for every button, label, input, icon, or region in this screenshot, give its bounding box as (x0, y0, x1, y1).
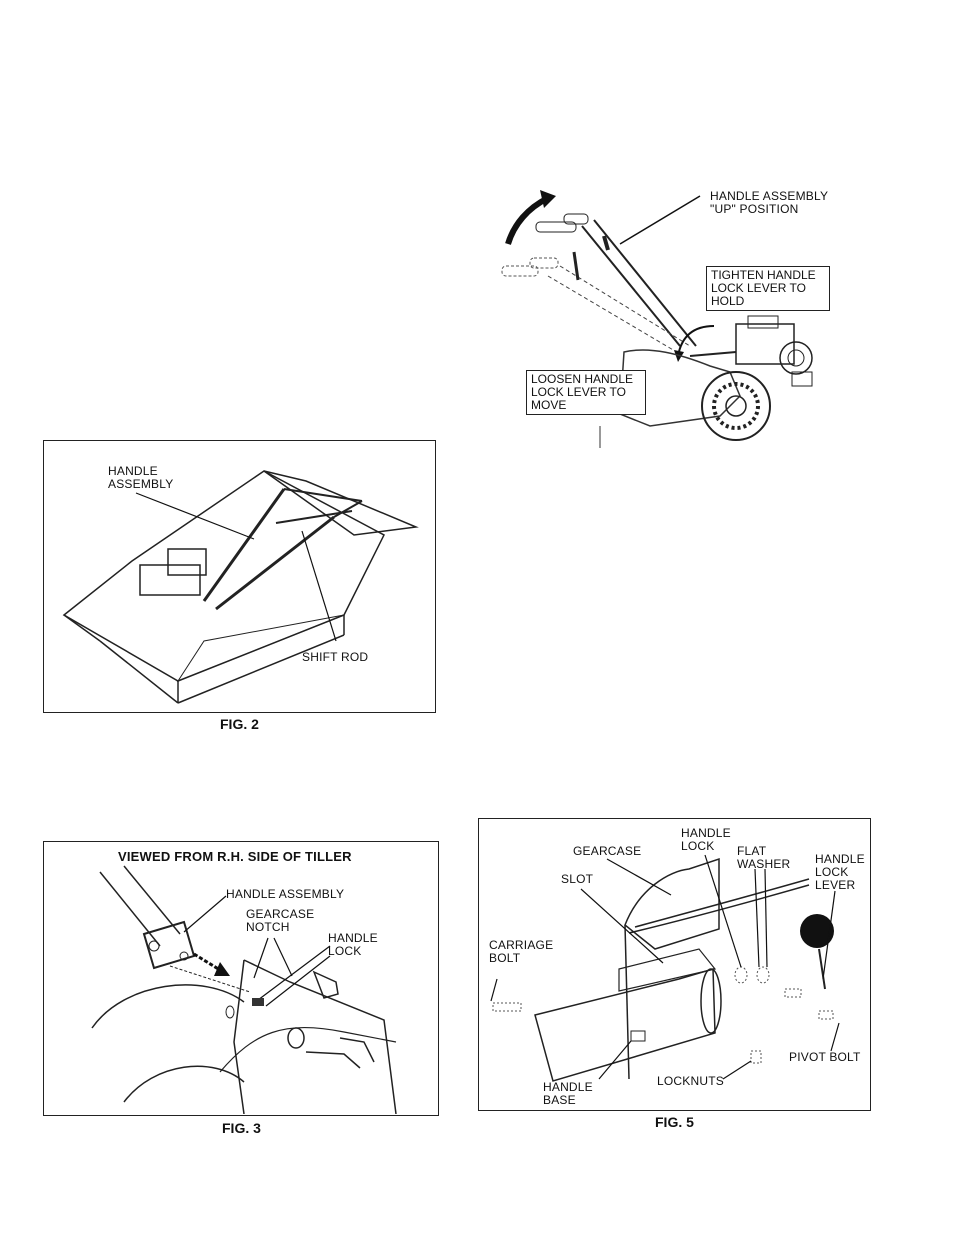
label-handle-assembly-fig3: HANDLE ASSEMBLY (226, 887, 345, 901)
tiller-handle-illustration (501, 190, 813, 448)
carton-illustration (62, 470, 419, 704)
label-shift-rod: SHIFT ROD (302, 650, 369, 664)
gearcase-notch-illustration (91, 865, 397, 1114)
figure-5-caption: FIG. 5 (655, 1114, 694, 1130)
handle-lock-assembly-illustration (490, 854, 840, 1082)
label-pivot-bolt: PIVOT BOLT (789, 1050, 861, 1064)
figure-3-title: VIEWED FROM R.H. SIDE OF TILLER (118, 849, 352, 864)
label-locknuts: LOCKNUTS (657, 1074, 724, 1088)
figure-handle-position: HANDLE ASSEMBLY"UP" POSITION TIGHTEN HAN… (500, 186, 850, 448)
figure-3-frame: VIEWED FROM R.H. SIDE OF TILLER HANDLE A… (43, 841, 439, 1116)
label-slot: SLOT (561, 872, 594, 886)
label-gearcase: GEARCASE (573, 844, 642, 858)
figure-2-caption: FIG. 2 (220, 716, 259, 732)
figure-3-caption: FIG. 3 (222, 1120, 261, 1136)
label-handle-up-position: HANDLE ASSEMBLY"UP" POSITION (710, 189, 829, 216)
